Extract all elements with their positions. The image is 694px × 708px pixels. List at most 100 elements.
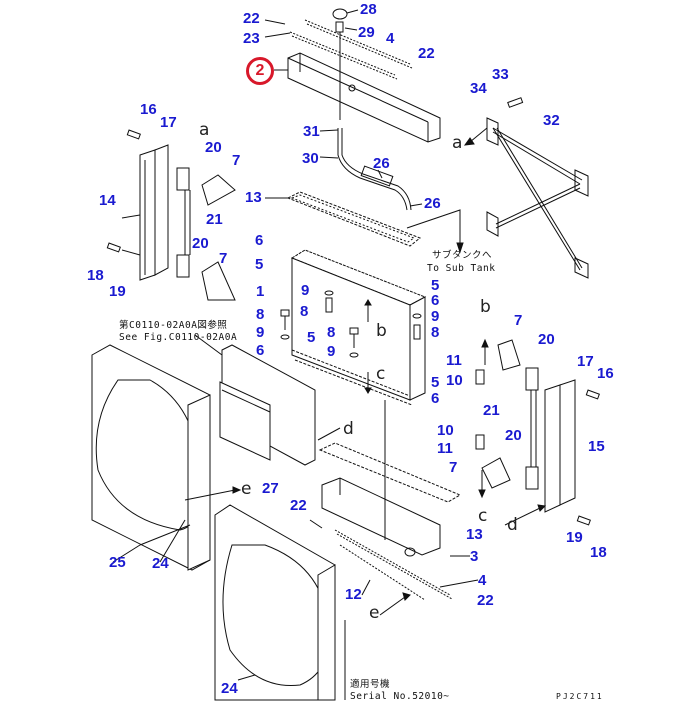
- callout-7[interactable]: 7: [219, 250, 228, 267]
- callout-22[interactable]: 22: [290, 497, 307, 514]
- ref-letter-e: e: [369, 603, 380, 623]
- callout-9[interactable]: 9: [256, 324, 265, 341]
- callout-6[interactable]: 6: [431, 292, 440, 309]
- sub-tank-note-en: To Sub Tank: [427, 263, 496, 274]
- callout-12[interactable]: 12: [345, 586, 362, 603]
- callout-8[interactable]: 8: [256, 306, 265, 323]
- callout-20[interactable]: 20: [192, 235, 209, 252]
- callout-8[interactable]: 8: [431, 324, 440, 341]
- fan-shroud-left: [91, 344, 211, 571]
- callout-6[interactable]: 6: [255, 232, 264, 249]
- bolts-washers: [280, 290, 422, 358]
- upper-tank: [287, 52, 441, 143]
- ref-letter-b: b: [376, 321, 387, 341]
- callout-4[interactable]: 4: [386, 30, 395, 47]
- left-side-support: [106, 129, 236, 301]
- callout-14[interactable]: 14: [99, 192, 116, 209]
- ref-letter-a: a: [452, 133, 463, 153]
- callout-18[interactable]: 18: [590, 544, 607, 561]
- callout-22[interactable]: 22: [477, 592, 494, 609]
- callout-10[interactable]: 10: [446, 372, 463, 389]
- drawing-code: PJ2C711: [556, 692, 604, 701]
- callout-21[interactable]: 21: [206, 211, 223, 228]
- callout-8[interactable]: 8: [327, 324, 336, 341]
- callout-5[interactable]: 5: [307, 329, 316, 346]
- callout-32[interactable]: 32: [543, 112, 560, 129]
- callout-33[interactable]: 33: [492, 66, 509, 83]
- ref-letter-e: e: [241, 479, 252, 499]
- callout-22[interactable]: 22: [243, 10, 260, 27]
- callout-31[interactable]: 31: [303, 123, 320, 140]
- callout-29[interactable]: 29: [358, 24, 375, 41]
- serial-note-jp: 適用号機: [350, 679, 391, 690]
- callout-27[interactable]: 27: [262, 480, 279, 497]
- callout-11[interactable]: 11: [437, 440, 453, 457]
- leader-lines: [112, 69, 547, 681]
- ref-letter-c: c: [376, 364, 386, 384]
- callout-8[interactable]: 8: [300, 303, 309, 320]
- radiator-core: [290, 249, 427, 406]
- callout-18[interactable]: 18: [87, 267, 104, 284]
- callout-7[interactable]: 7: [449, 459, 458, 476]
- lower-tank: [318, 400, 462, 557]
- lower-gasket-strips: [334, 529, 453, 601]
- callout-20[interactable]: 20: [538, 331, 555, 348]
- callout-9[interactable]: 9: [301, 282, 310, 299]
- ref-letter-a: a: [199, 120, 210, 140]
- callout-15[interactable]: 15: [588, 438, 605, 455]
- callout-5[interactable]: 5: [431, 277, 440, 294]
- ref-letter-c: c: [478, 506, 488, 526]
- callout-20[interactable]: 20: [205, 139, 222, 156]
- callout-23[interactable]: 23: [243, 30, 260, 47]
- callout-20[interactable]: 20: [505, 427, 522, 444]
- callout-9[interactable]: 9: [327, 343, 336, 360]
- callout-6[interactable]: 6: [431, 390, 440, 407]
- oil-cooler: [194, 334, 341, 466]
- sub-tank-note-jp: サブタンクへ: [432, 250, 493, 261]
- callout-16[interactable]: 16: [140, 101, 157, 118]
- ref-letter-b: b: [480, 297, 491, 317]
- callout-10[interactable]: 10: [437, 422, 454, 439]
- upper-gasket: [265, 191, 421, 247]
- callout-11[interactable]: 11: [446, 352, 462, 369]
- upper-gasket-strips: [289, 19, 413, 80]
- callout-21[interactable]: 21: [483, 402, 500, 419]
- callout-5[interactable]: 5: [255, 256, 264, 273]
- callout-24[interactable]: 24: [152, 555, 169, 572]
- callout-17[interactable]: 17: [160, 114, 177, 131]
- callout-25[interactable]: 25: [109, 554, 126, 571]
- right-side-support: [475, 338, 600, 526]
- callout-16[interactable]: 16: [597, 365, 614, 382]
- fan-shroud-lower: [214, 504, 346, 701]
- callout-26[interactable]: 26: [424, 195, 441, 212]
- callout-24[interactable]: 24: [221, 680, 238, 697]
- ref-letter-d: d: [507, 515, 518, 535]
- callout-3[interactable]: 3: [470, 548, 479, 565]
- ref-letter-d: d: [343, 419, 354, 439]
- callout-19[interactable]: 19: [566, 529, 583, 546]
- callout-5[interactable]: 5: [431, 374, 440, 391]
- see-fig-note-en: See Fig.C0110-02A0A: [119, 332, 238, 343]
- radiator-cap: [332, 8, 359, 120]
- see-fig-note-jp: 第C0110-02A0A図参照: [119, 320, 228, 331]
- callout-13[interactable]: 13: [245, 189, 262, 206]
- callout-30[interactable]: 30: [302, 150, 319, 167]
- overflow-hose: [319, 128, 464, 254]
- callout-1[interactable]: 1: [256, 283, 265, 300]
- callout-19[interactable]: 19: [109, 283, 126, 300]
- callout-34[interactable]: 34: [470, 80, 487, 97]
- serial-note-en: Serial No.52010~: [350, 691, 450, 702]
- callout-6[interactable]: 6: [256, 342, 265, 359]
- callout-22[interactable]: 22: [418, 45, 435, 62]
- callout-26[interactable]: 26: [373, 155, 390, 172]
- highlighted-part-callout[interactable]: 2: [246, 57, 274, 85]
- callout-28[interactable]: 28: [360, 1, 377, 18]
- callout-17[interactable]: 17: [577, 353, 594, 370]
- callout-7[interactable]: 7: [232, 152, 241, 169]
- callout-4[interactable]: 4: [478, 572, 487, 589]
- callout-7[interactable]: 7: [514, 312, 523, 329]
- callout-13[interactable]: 13: [466, 526, 483, 543]
- callout-9[interactable]: 9: [431, 308, 440, 325]
